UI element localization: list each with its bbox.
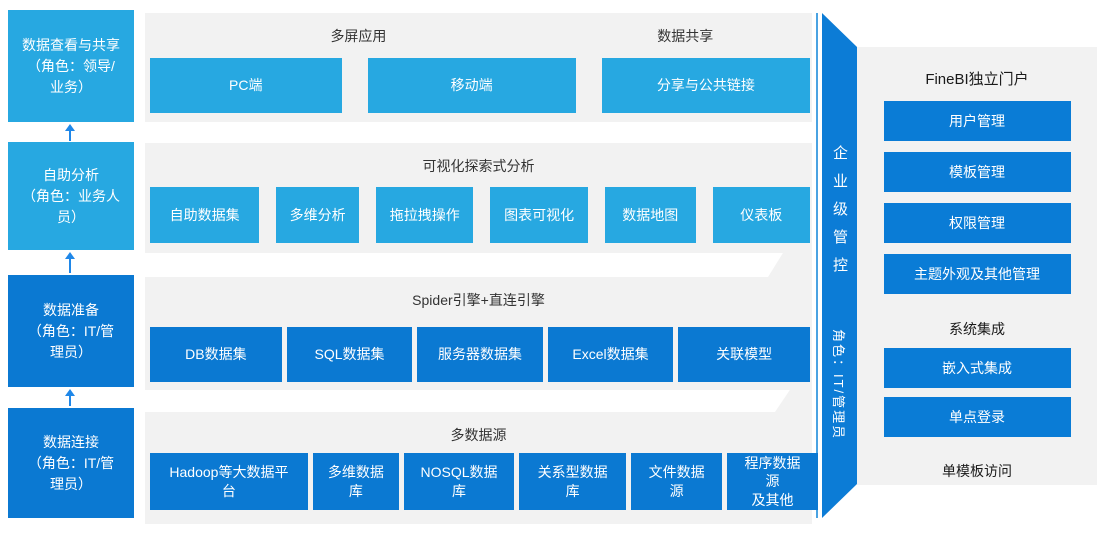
system-integration-label: 系统集成 <box>949 321 1005 337</box>
feature-box-multidim-db: 多维数据 库 <box>312 453 399 510</box>
feature-box-relation-model: 关联模型 <box>678 327 810 382</box>
integration-button-sso: 单点登录 <box>883 397 1071 437</box>
band-data-sources: 多数据源 Hadoop等大数据平 台 多维数据 库 NOSQL数据 库 关系型数… <box>145 412 818 524</box>
enterprise-control-banner: 企业级管控 角色：IT/管理员 <box>822 13 857 518</box>
single-template-access-label: 单模板访问 <box>942 463 1012 479</box>
band-title: Spider引擎+直连引擎 <box>412 292 545 308</box>
feature-box-server-dataset: 服务器数据集 <box>417 327 543 382</box>
band-title: 多数据源 <box>450 427 507 443</box>
feature-box-relational-db: 关系型数据 库 <box>519 453 627 510</box>
arrow-head <box>65 252 75 259</box>
feature-box-data-map: 数据地图 <box>604 187 696 243</box>
feature-box-dashboard: 仪表板 <box>712 187 810 243</box>
banner-text-group: 企业级管控 角色：IT/管理员 <box>829 145 850 440</box>
portal-button-theme-management: 主题外观及其他管理 <box>883 254 1071 294</box>
feature-box-excel-dataset: Excel数据集 <box>547 327 674 382</box>
portal-button-permission-management: 权限管理 <box>883 203 1071 243</box>
banner-subtitle-vertical: 角色：IT/管理员 <box>831 329 846 441</box>
band-spider-engine: Spider引擎+直连引擎 DB数据集 SQL数据集 服务器数据集 Excel数… <box>145 277 812 390</box>
band-title: 可视化探索式分析 <box>422 158 535 174</box>
feature-box-db-dataset: DB数据集 <box>150 327 282 382</box>
up-arrow-icon <box>64 124 76 141</box>
band-boxes-row: 自助数据集 多维分析 拖拉拽操作 图表可视化 数据地图 仪表板 <box>150 187 810 243</box>
band-visual-analysis: 可视化探索式分析 自助数据集 多维分析 拖拉拽操作 图表可视化 数据地图 仪表板 <box>145 143 812 253</box>
panel-title: FineBI独立门户 <box>925 71 1029 88</box>
arrow-shaft <box>69 396 71 406</box>
finebi-portal-panel: FineBI独立门户 用户管理 模板管理 权限管理 主题外观及其他管理 系统集成… <box>857 47 1097 485</box>
portal-button-template-management: 模板管理 <box>883 152 1071 192</box>
feature-box-file-source: 文件数据 源 <box>631 453 723 510</box>
band-bridge <box>768 253 812 277</box>
feature-box-program-source: 程序数据 源 及其他 <box>727 453 818 510</box>
feature-box-pc: PC端 <box>150 58 342 113</box>
role-box-data-preparation: 数据准备 （角色：IT/管 理员） <box>8 275 134 387</box>
feature-box-sql-dataset: SQL数据集 <box>286 327 413 382</box>
band-boxes-row: DB数据集 SQL数据集 服务器数据集 Excel数据集 关联模型 <box>150 327 810 382</box>
feature-box-share-links: 分享与公共链接 <box>601 58 810 113</box>
integration-button-embedded: 嵌入式集成 <box>883 348 1071 388</box>
up-arrow-icon <box>64 389 76 406</box>
feature-box-drag-drop: 拖拉拽操作 <box>376 187 474 243</box>
arrow-head <box>65 389 75 396</box>
band-title: 多屏应用 <box>330 28 387 44</box>
up-arrow-icon <box>64 252 76 273</box>
role-box-self-analysis: 自助分析 （角色：业务人 员） <box>8 142 134 250</box>
arrow-head <box>65 124 75 131</box>
role-box-data-view-share: 数据查看与共享 （角色：领导/ 业务） <box>8 10 134 122</box>
feature-box-nosql-db: NOSQL数据 库 <box>403 453 515 510</box>
band-boxes-row: PC端 移动端 分享与公共链接 <box>150 58 810 113</box>
feature-box-selfservice-dataset: 自助数据集 <box>150 187 260 243</box>
feature-box-multidim-analysis: 多维分析 <box>276 187 359 243</box>
arrow-shaft <box>69 131 71 141</box>
band-multiscreen-apps: 多屏应用 数据共享 PC端 移动端 分享与公共链接 <box>145 13 812 122</box>
banner-title-vertical: 企业级管控 <box>831 145 848 286</box>
feature-box-mobile: 移动端 <box>367 58 576 113</box>
portal-button-user-management: 用户管理 <box>883 101 1071 141</box>
band-title: 数据共享 <box>657 28 714 44</box>
band-boxes-row: Hadoop等大数据平 台 多维数据 库 NOSQL数据 库 关系型数据 库 文… <box>150 453 818 510</box>
feature-box-chart-visualization: 图表可视化 <box>490 187 588 243</box>
arrow-shaft <box>69 259 71 273</box>
feature-box-hadoop: Hadoop等大数据平 台 <box>150 453 308 510</box>
accent-line <box>816 13 818 518</box>
band-bridge <box>775 390 812 412</box>
role-box-data-connection: 数据连接 （角色：IT/管 理员） <box>8 408 134 518</box>
